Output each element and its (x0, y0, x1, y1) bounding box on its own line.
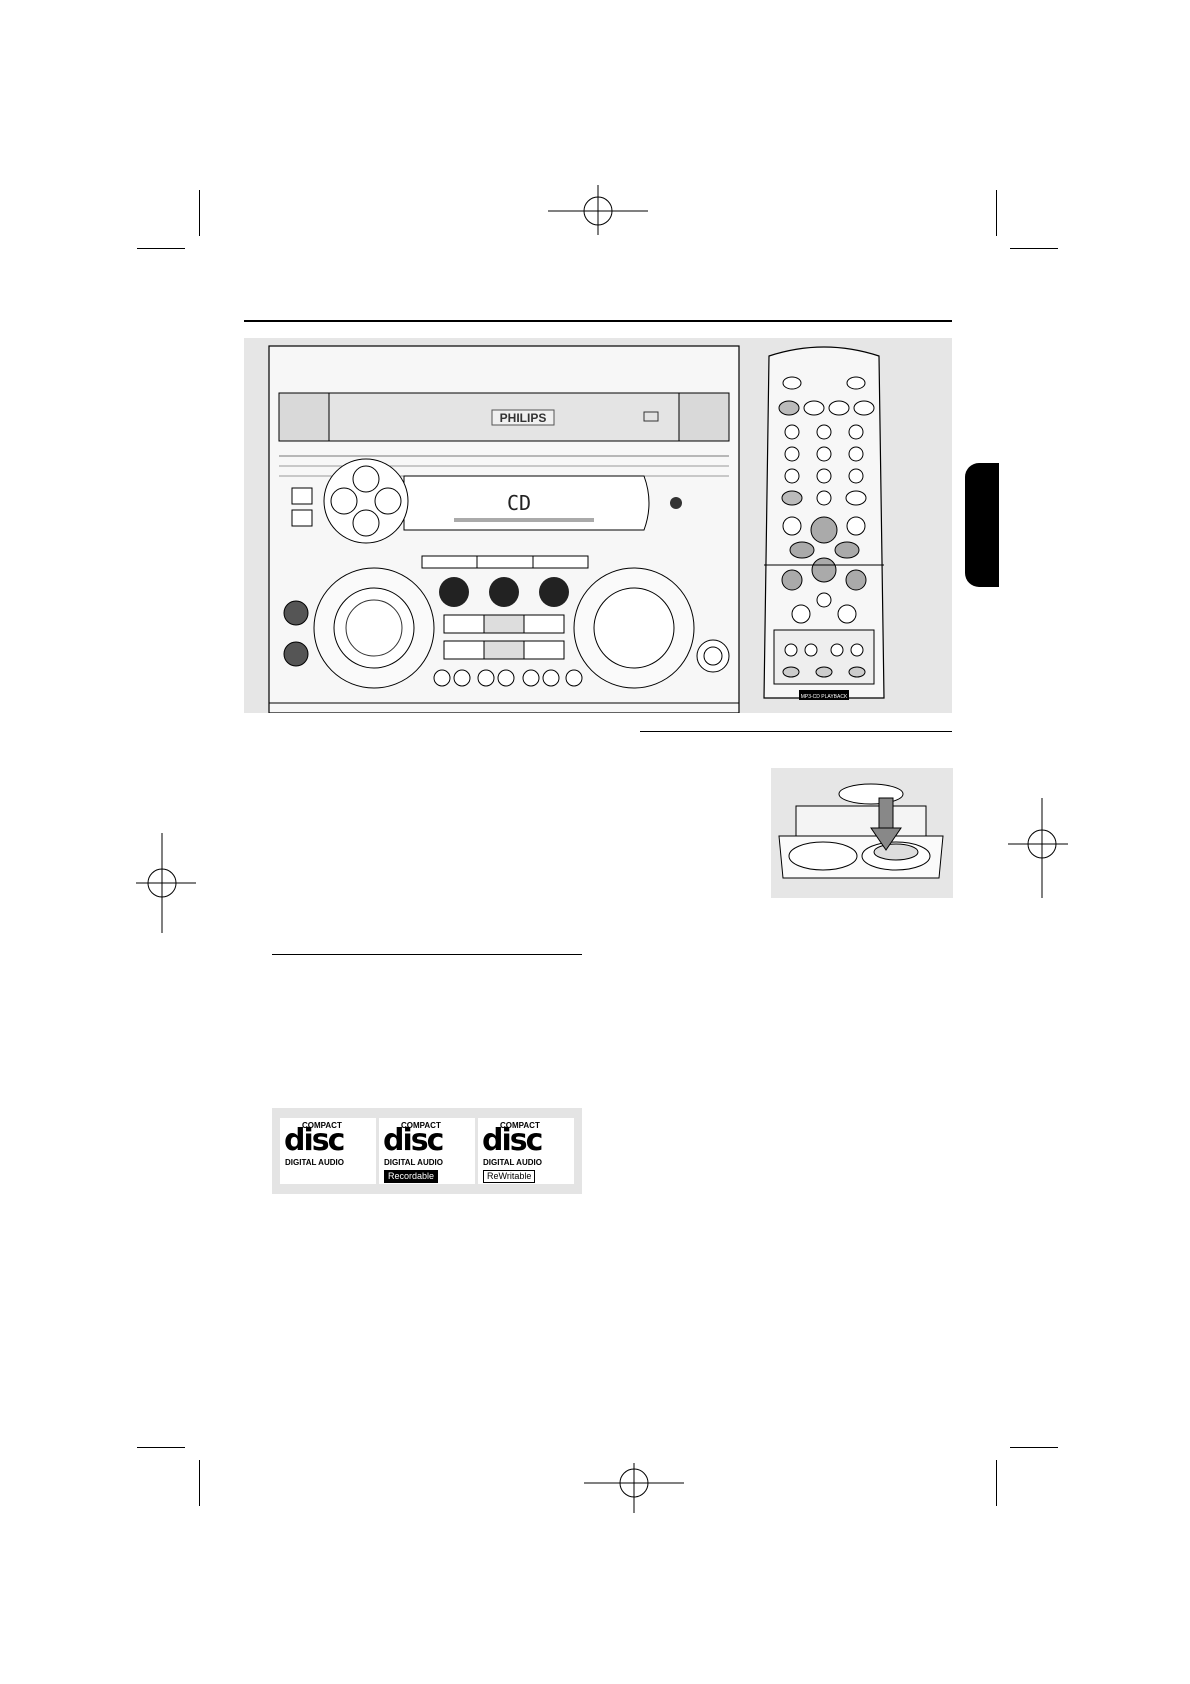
disc-logo-top: COMPACT (302, 1121, 342, 1130)
disc-logo-top: COMPACT (401, 1121, 441, 1130)
crop-mark (996, 190, 997, 236)
registration-target-icon (548, 185, 648, 235)
disc-logo-tag: Recordable (384, 1170, 439, 1183)
remote-label: MP3-CD PLAYBACK (801, 694, 848, 700)
crop-mark (137, 248, 185, 249)
display-readout: CD (507, 491, 531, 515)
disc-logo-rewritable: COMPACT disc DIGITAL AUDIO ReWritable (478, 1118, 574, 1184)
disc-logo-top: COMPACT (500, 1121, 540, 1130)
disc-logo-sub: DIGITAL AUDIO (483, 1158, 542, 1167)
section-rule-left (272, 954, 582, 955)
crop-mark (996, 1460, 997, 1506)
system-illustration: PHILIPS CD (244, 338, 952, 714)
disc-logo-word: disc (482, 1123, 543, 1158)
disc-logo-sub: DIGITAL AUDIO (285, 1158, 344, 1167)
disc-logos-panel: COMPACT disc DIGITAL AUDIO COMPACT disc … (272, 1108, 582, 1194)
hifi-system-drawing: PHILIPS CD (268, 345, 885, 714)
crop-mark (1010, 1447, 1058, 1448)
section-tab (965, 463, 999, 587)
disc-logo-recordable: COMPACT disc DIGITAL AUDIO Recordable (379, 1118, 475, 1184)
crop-mark (137, 1447, 185, 1448)
registration-target-icon (584, 1463, 684, 1513)
crop-mark (199, 1460, 200, 1506)
philips-logo: PHILIPS (500, 411, 547, 425)
header-rule (244, 320, 952, 322)
registration-target-icon (136, 833, 196, 933)
brand-logo: PHILIPS (500, 411, 547, 425)
disc-logo-word: disc (383, 1123, 444, 1158)
registration-target-icon (1008, 798, 1068, 898)
disc-logo: COMPACT disc DIGITAL AUDIO (280, 1118, 376, 1184)
disc-tray-illustration (771, 768, 953, 898)
section-rule-right (640, 731, 952, 732)
crop-mark (199, 190, 200, 236)
disc-logo-word: disc (284, 1123, 345, 1158)
disc-tray-drawing (778, 783, 944, 879)
disc-logo-tag: ReWritable (483, 1170, 536, 1183)
disc-logo-sub: DIGITAL AUDIO (384, 1158, 443, 1167)
crop-mark (1010, 248, 1058, 249)
